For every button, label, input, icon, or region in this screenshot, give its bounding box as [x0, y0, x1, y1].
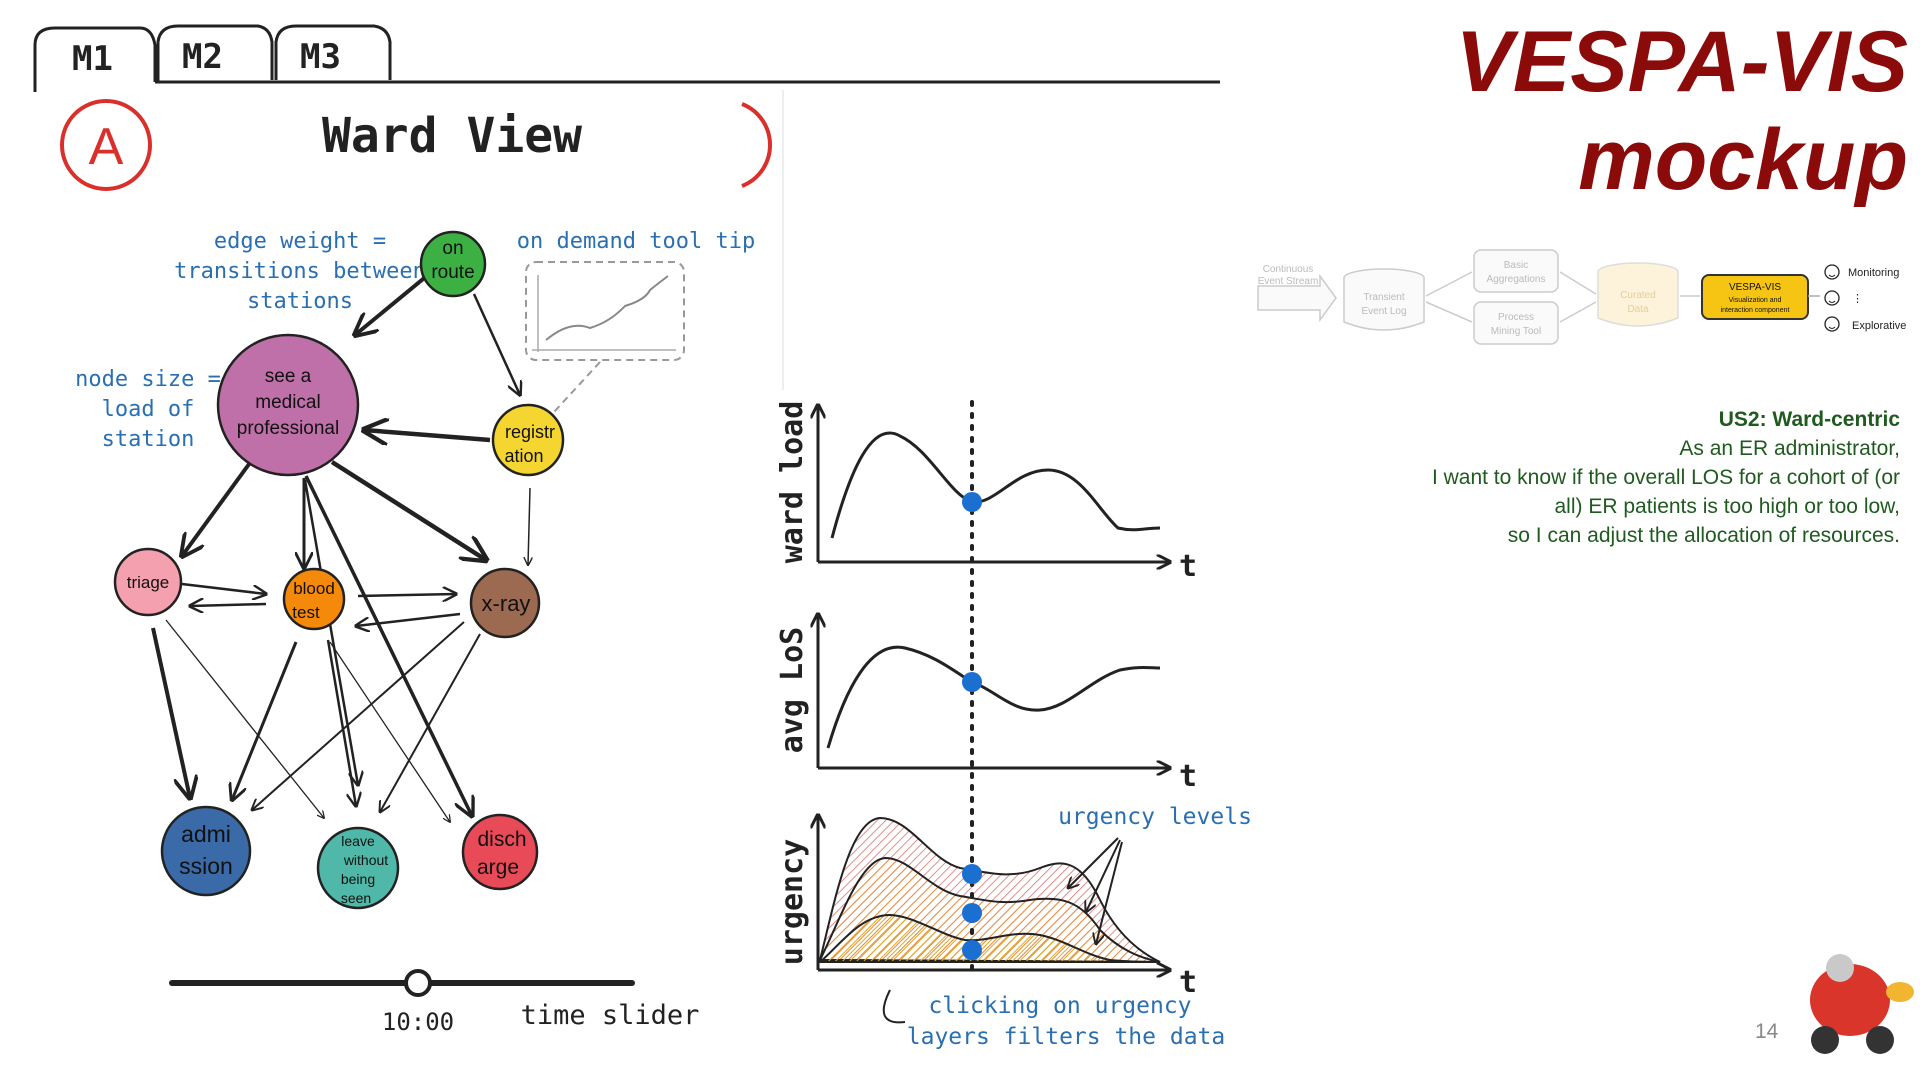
- wasp-scooter-logo: [1810, 954, 1914, 1054]
- user-monitoring-label: Monitoring: [1848, 267, 1899, 279]
- node-leave-without-being-seen[interactable]: [316, 826, 400, 910]
- pipeline-stream-label: Event Stream: [1258, 276, 1319, 287]
- us2-line: As an ER administrator,: [1679, 437, 1900, 460]
- pipeline-vespa-label: Visualization and: [1729, 297, 1782, 304]
- smiley-icon: [1824, 316, 1840, 332]
- node-label: on: [442, 238, 463, 259]
- node-label: without: [343, 852, 388, 868]
- cursor-dot-avg-los: [962, 672, 982, 692]
- pipeline-log-label: Transient: [1363, 292, 1405, 303]
- chart-avg-los-xlabel: t: [1179, 759, 1197, 794]
- filter-note-2: layers filters the data: [907, 1024, 1226, 1050]
- chart-urgency-xlabel: t: [1179, 965, 1197, 1000]
- node-label: seen: [341, 890, 371, 906]
- chart-ward-load: [818, 405, 1170, 562]
- smiley-icon: [1824, 264, 1840, 280]
- annotation-edge-weight-1: edge weight =: [214, 229, 386, 254]
- badge-b-circle: [741, 102, 773, 188]
- cursor-dot-urgency-mid[interactable]: [962, 903, 982, 923]
- us2-line: so I can adjust the allocation of resour…: [1507, 524, 1900, 547]
- node-registration[interactable]: [491, 403, 565, 477]
- cursor-dot-urgency-high[interactable]: [962, 864, 982, 884]
- node-on-route[interactable]: [419, 230, 487, 298]
- user-explorative-label: Explorative: [1852, 320, 1906, 332]
- annotation-node-size-1: node size =: [75, 367, 221, 392]
- pipeline-vespa-label: VESPA-VIS: [1729, 282, 1781, 293]
- node-label: medical: [255, 392, 320, 413]
- cursor-dot-ward-load: [962, 492, 982, 512]
- node-label: leave: [341, 833, 375, 849]
- graph-edges: [151, 268, 530, 822]
- chart-ward-load-xlabel: t: [1179, 549, 1197, 584]
- node-label: route: [431, 262, 474, 283]
- node-label: test: [292, 603, 320, 622]
- node-label: registr: [505, 422, 555, 442]
- pipeline-diagram: [1257, 249, 1820, 345]
- tab-m2[interactable]: M2: [182, 37, 223, 77]
- time-slider-handle[interactable]: [404, 969, 432, 997]
- node-label: see a: [265, 366, 312, 387]
- node-label: ssion: [179, 853, 233, 879]
- pipeline-curated-label: Data: [1627, 304, 1649, 315]
- annotation-edge-weight-3: stations: [247, 289, 353, 314]
- title-ward-view: Ward View: [322, 108, 582, 164]
- pipeline-process-label: Process: [1498, 312, 1534, 323]
- node-label: disch: [477, 828, 526, 851]
- badge-a-circle: [60, 99, 152, 191]
- user-icons: [1824, 264, 1840, 332]
- time-slider-value: 10:00: [382, 1008, 454, 1036]
- node-xray[interactable]: [469, 567, 541, 639]
- pipeline-basic-label: Aggregations: [1487, 274, 1546, 285]
- page-number: 14: [1755, 1020, 1779, 1043]
- annotation-node-size-3: station: [102, 427, 195, 452]
- tab-bar: [33, 24, 1220, 92]
- node-label: arge: [477, 856, 519, 879]
- urgency-levels-label: urgency levels: [1058, 804, 1252, 830]
- tab-m3[interactable]: M3: [300, 37, 341, 77]
- node-admission[interactable]: [160, 805, 252, 897]
- pipeline-curated-label: Curated: [1620, 290, 1656, 301]
- chart-urgency-ylabel: urgency: [775, 839, 810, 965]
- annotation-tooltip: on demand tool tip: [517, 229, 755, 254]
- us2-line: all) ER patients is too high or too low,: [1554, 495, 1900, 518]
- pipeline-vespa-label: interaction component: [1721, 307, 1790, 314]
- node-label: blood: [293, 579, 335, 598]
- slide-title-line-1: VESPA-VIS: [1455, 14, 1908, 110]
- node-label: admi: [181, 821, 231, 847]
- node-discharge[interactable]: [461, 813, 539, 891]
- node-label: ation: [504, 446, 543, 466]
- node-see-medical-professional[interactable]: [216, 333, 360, 477]
- node-label: triage: [127, 573, 170, 592]
- pipeline-basic-label: Basic: [1504, 260, 1528, 271]
- cursor-dot-urgency-low[interactable]: [962, 940, 982, 960]
- chart-avg-los: [818, 614, 1170, 768]
- pipeline-process-label: Mining Tool: [1491, 326, 1541, 337]
- user-ellipsis-label: ⋮: [1852, 293, 1863, 305]
- annotation-edge-weight-2: transitions between: [174, 259, 426, 284]
- us2-heading: US2: Ward-centric: [1718, 408, 1900, 431]
- tooltip-preview: [525, 261, 685, 413]
- node-label: x-ray: [482, 591, 531, 616]
- us2-line: I want to know if the overall LOS for a …: [1431, 466, 1900, 489]
- time-slider-label: time slider: [521, 1000, 700, 1031]
- slide-title-line-2: mockup: [1578, 112, 1908, 208]
- badge-a: A: [89, 118, 124, 176]
- smiley-icon: [1824, 290, 1840, 306]
- node-label: being: [341, 871, 375, 887]
- chart-urgency: [818, 815, 1170, 970]
- urgency-pointers: [882, 837, 1123, 1024]
- chart-avg-los-ylabel: avg LoS: [775, 627, 810, 753]
- tab-m1[interactable]: M1: [72, 39, 113, 79]
- node-label: professional: [237, 418, 339, 439]
- user-story-us2: US2: Ward-centric As an ER administrator…: [1340, 405, 1900, 550]
- node-blood-test[interactable]: [282, 567, 346, 631]
- chart-ward-load-ylabel: ward load: [775, 401, 810, 564]
- annotation-node-size-2: load of: [102, 397, 195, 422]
- filter-note-1: clicking on urgency: [928, 993, 1191, 1019]
- pipeline-stream-label: Continuous: [1263, 264, 1314, 275]
- pipeline-log-label: Event Log: [1361, 306, 1406, 317]
- node-triage[interactable]: [113, 547, 183, 617]
